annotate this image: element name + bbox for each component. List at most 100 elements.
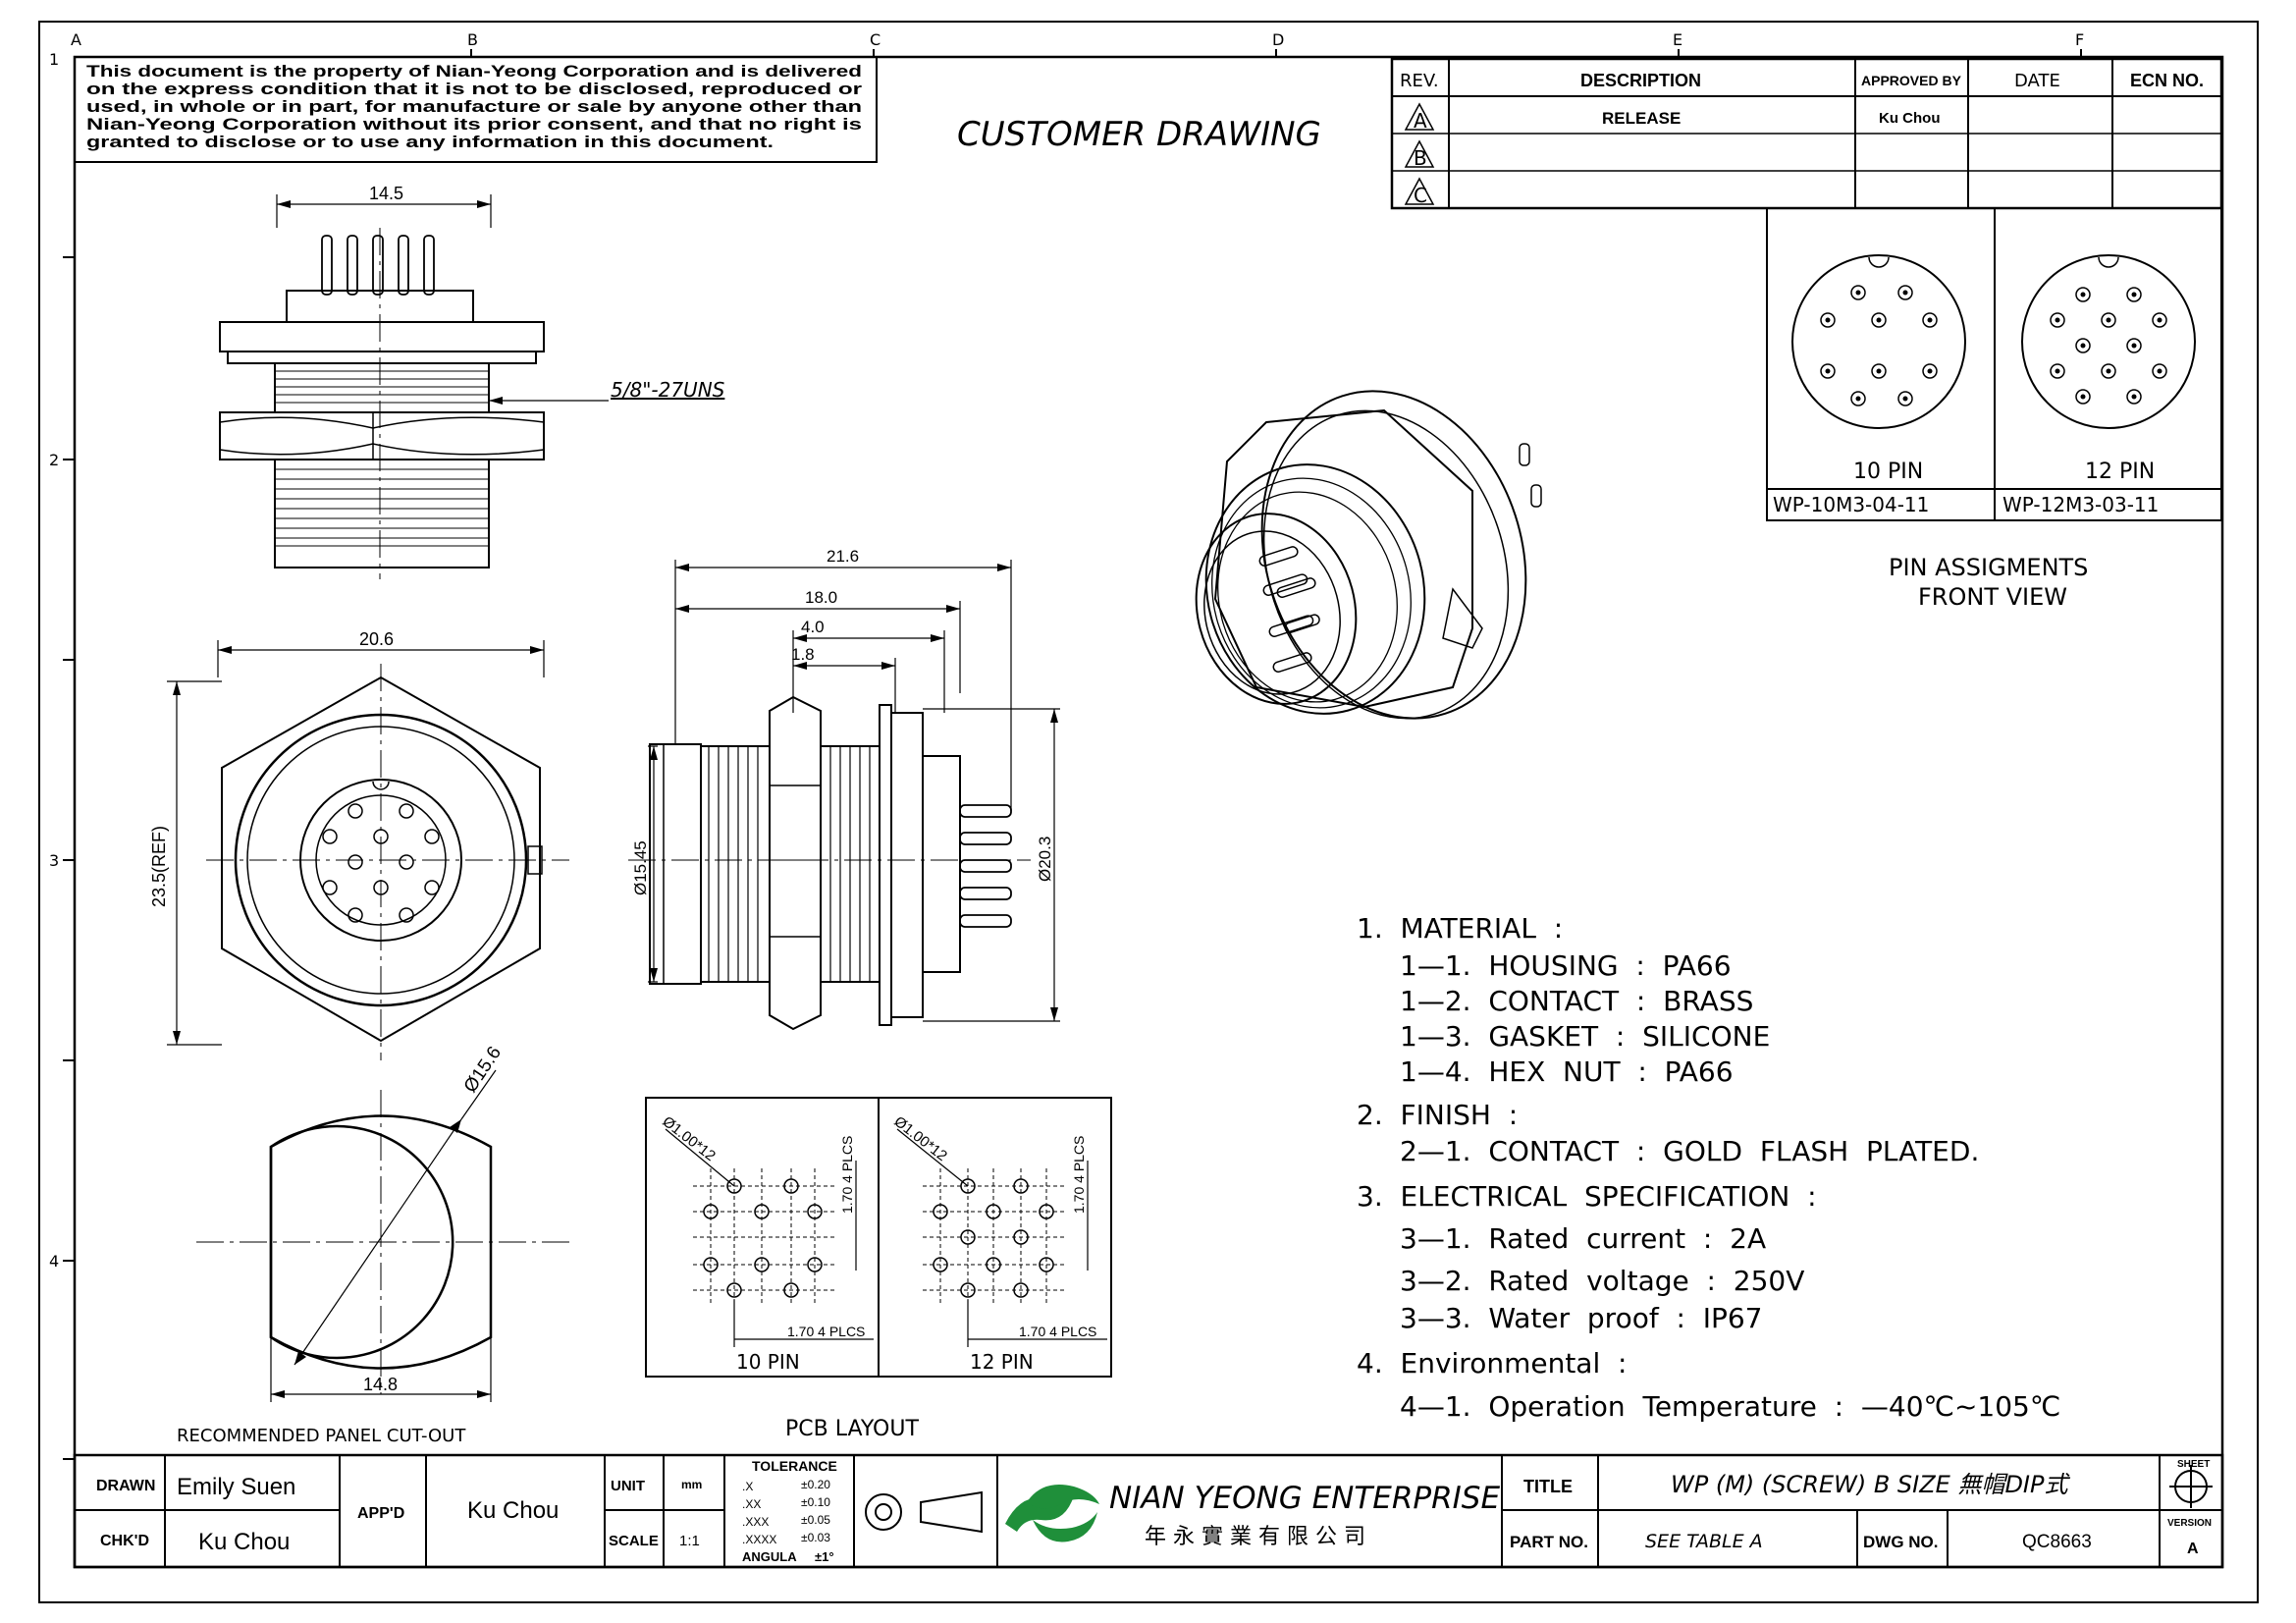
thread-callout: 5/8"-27UNS — [611, 378, 725, 402]
pin-assignments-subtitle: FRONT VIEW — [1918, 583, 2067, 611]
description-header: DESCRIPTION — [1580, 71, 1701, 90]
pin-part-12: WP-12M3-03-11 — [2002, 493, 2159, 516]
tol-val: ±0.03 — [801, 1531, 830, 1544]
tol-val: ±0.20 — [801, 1478, 830, 1491]
note-line: 3—1. Rated current : 2A — [1400, 1222, 1766, 1255]
zone-row-1: 1 — [49, 50, 59, 69]
disclaimer-text: This document is the property of Nian-Ye… — [86, 63, 863, 151]
zone-col-c: C — [870, 30, 881, 49]
company-name: NIAN YEONG ENTERPRISE — [1109, 1481, 1500, 1516]
note-line: 4—1. Operation Temperature : —40℃~105℃ — [1400, 1390, 2060, 1423]
note-line: 1—4. HEX NUT : PA66 — [1400, 1055, 1734, 1088]
disclaimer-line: Nian-Yeong Corporation without its prior… — [86, 116, 862, 134]
part-value: SEE TABLE A — [1645, 1531, 1763, 1552]
section-view: 21.6 18.0 4.0 1.8 — [628, 547, 1060, 1031]
drawn-label: DRAWN — [96, 1478, 155, 1494]
scale-label: SCALE — [609, 1533, 659, 1549]
appd-value: Ku Chou — [467, 1497, 559, 1524]
section-dim-2: 18.0 — [805, 588, 837, 607]
chkd-label: CHK'D — [100, 1533, 149, 1549]
zone-columns: A B C D E F — [71, 30, 2084, 57]
title-block: DRAWN Emily Suen CHK'D Ku Chou APP'D Ku … — [73, 1453, 2224, 1569]
zone-row-4: 4 — [49, 1252, 59, 1271]
tol-key: .X — [742, 1480, 753, 1493]
disclaimer-box — [74, 56, 878, 163]
section-dim-4: 1.8 — [791, 645, 815, 664]
rev-a: A — [1414, 109, 1427, 133]
note-line: 1—3. GASKET : SILICONE — [1400, 1020, 1770, 1053]
tol-val: ±0.10 — [801, 1495, 830, 1509]
zone-row-2: 2 — [49, 451, 59, 469]
pcb-panel-10: Ø1.00*12 1.70 4 PLCS 1.70 4 PLCS 10 PIN — [660, 1113, 874, 1374]
tolerance-label: TOLERANCE — [752, 1458, 837, 1474]
side-width-dim: 14.5 — [369, 184, 403, 203]
customer-drawing-heading: CUSTOMER DRAWING — [957, 115, 1321, 154]
tol-val: ±1° — [815, 1549, 834, 1564]
dwg-value: QC8663 — [2022, 1532, 2092, 1552]
pcb-pitch-v-12: 1.70 4 PLCS — [1071, 1136, 1087, 1214]
note-line: 3. ELECTRICAL SPECIFICATION : — [1357, 1180, 1817, 1213]
front-view: 20.6 23.5(REF) — [149, 629, 569, 1060]
revision-table: REV. DESCRIPTION APPROVED BY DATE ECN NO… — [1390, 57, 2223, 210]
note-line: 1. MATERIAL : — [1357, 912, 1563, 945]
pcb-label-12: 12 PIN — [970, 1350, 1034, 1374]
dwg-label: DWG NO. — [1863, 1533, 1939, 1551]
disclaimer-line: This document is the property of Nian-Ye… — [86, 63, 862, 81]
zone-col-a: A — [71, 30, 81, 49]
pcb-layout-caption: PCB LAYOUT — [785, 1417, 919, 1441]
pcb-panel-12: Ø1.00*12 1.70 4 PLCS 1.70 4 PLCS 12 PIN — [891, 1113, 1107, 1374]
cutout-caption: RECOMMENDED PANEL CUT-OUT — [177, 1426, 466, 1446]
note-line: 2—1. CONTACT : GOLD FLASH PLATED. — [1400, 1135, 1979, 1167]
section-dia-left: Ø15.45 — [631, 840, 650, 895]
rev-c: C — [1414, 184, 1427, 207]
section-dia-right: Ø20.3 — [1036, 837, 1054, 882]
section-dim-1: 21.6 — [827, 547, 859, 566]
title-label: TITLE — [1523, 1477, 1573, 1496]
pcb-pitch-h-12: 1.70 4 PLCS — [1019, 1324, 1096, 1339]
tol-key: ANGULA — [742, 1549, 797, 1564]
rev-a-description: RELEASE — [1602, 109, 1681, 128]
version-label: VERSION — [2167, 1518, 2212, 1529]
tol-key: .XXX — [742, 1515, 769, 1529]
front-height-dim: 23.5(REF) — [149, 826, 169, 907]
isometric-view — [1195, 390, 1542, 720]
ecn-header: ECN NO. — [2130, 71, 2204, 90]
zone-col-d: D — [1272, 30, 1284, 49]
pcb-label-10: 10 PIN — [736, 1350, 800, 1374]
company-logo-icon — [1005, 1485, 1099, 1542]
appd-label: APP'D — [357, 1505, 404, 1522]
zone-col-f: F — [2075, 30, 2084, 49]
pin-label-10: 10 PIN — [1853, 460, 1923, 484]
pcb-pitch-v-10: 1.70 4 PLCS — [839, 1136, 855, 1214]
company-name-cn: 年 永 實 業 有 限 公 司 — [1145, 1525, 1365, 1549]
sheet-label: SHEET — [2177, 1459, 2210, 1470]
pin-face-10 — [1791, 254, 1966, 429]
tol-key: .XXXX — [742, 1533, 776, 1546]
pcb-hole-10: Ø1.00*12 — [660, 1113, 719, 1164]
note-line: 1—2. CONTACT : BRASS — [1400, 985, 1753, 1017]
disclaimer-line: granted to disclose or to use any inform… — [86, 134, 774, 151]
zone-row-3: 3 — [49, 851, 59, 870]
rev-header: REV. — [1400, 71, 1439, 91]
pcb-layout: Ø1.00*12 1.70 4 PLCS 1.70 4 PLCS 10 PIN — [645, 1097, 1112, 1441]
zone-rows: 1 2 3 4 — [49, 50, 75, 1460]
rev-b: B — [1414, 146, 1427, 170]
side-view: 14.5 — [219, 184, 725, 579]
projection-symbol-icon — [865, 1490, 983, 1534]
front-width-dim: 20.6 — [359, 629, 394, 649]
note-line: 2. FINISH : — [1357, 1099, 1518, 1131]
approved-by-header: APPROVED BY — [1861, 73, 1962, 88]
section-dim-3: 4.0 — [801, 618, 825, 636]
pcb-hole-12: Ø1.00*12 — [891, 1113, 950, 1164]
pin-part-10: WP-10M3-04-11 — [1773, 493, 1929, 516]
scale-value: 1:1 — [679, 1533, 700, 1549]
drawn-value: Emily Suen — [177, 1474, 295, 1500]
panel-cutout: Ø15.6 14.8 RECOMMENDED PANEL CUT-OUT — [177, 1043, 569, 1446]
pin-assignments-title: PIN ASSIGMENTS — [1889, 554, 2088, 581]
note-line: 1—1. HOUSING : PA66 — [1400, 949, 1732, 982]
pcb-pitch-h-10: 1.70 4 PLCS — [787, 1324, 865, 1339]
pin-label-12: 12 PIN — [2085, 460, 2155, 484]
sheet-target-icon — [2169, 1465, 2213, 1508]
disclaimer-line: on the express condition that it is not … — [86, 81, 863, 98]
zone-col-e: E — [1673, 30, 1682, 49]
